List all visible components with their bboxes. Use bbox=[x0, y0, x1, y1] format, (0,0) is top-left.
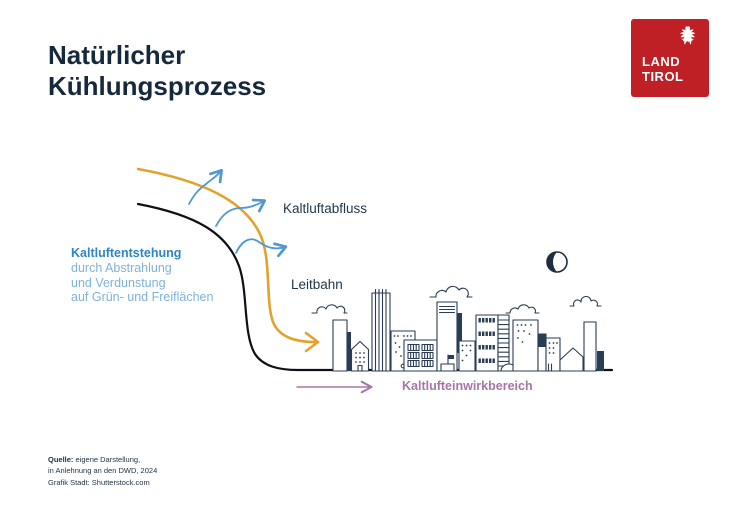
cold-air-arrow-2 bbox=[215, 198, 267, 227]
label-kaltluftentstehung-line3: auf Grün- und Freiflächen bbox=[71, 290, 214, 305]
source-line1: Quelle: eigene Darstellung, bbox=[48, 454, 157, 465]
cloud-icon bbox=[312, 305, 347, 313]
label-kaltluftentstehung-title: Kaltluftentstehung bbox=[71, 246, 182, 260]
logo-line2: TIROL bbox=[642, 69, 684, 84]
label-leitbahn: Leitbahn bbox=[291, 277, 343, 292]
page-title-line2: Kühlungsprozess bbox=[48, 71, 267, 101]
city-skyline bbox=[312, 286, 604, 371]
cloud-icon bbox=[570, 296, 601, 306]
label-kaltluftentstehung-line2: und Verdunstung bbox=[71, 275, 166, 290]
land-tirol-logo: LAND TIROL bbox=[631, 19, 709, 97]
label-kaltluftentstehung: Kaltluftentstehung durch Abstrahlung und… bbox=[71, 246, 241, 305]
tyrol-eagle-icon bbox=[680, 26, 696, 45]
source-label: Quelle: bbox=[48, 455, 74, 464]
source-note: Quelle: eigene Darstellung, in Anlehnung… bbox=[48, 454, 157, 488]
moon-icon bbox=[546, 251, 568, 273]
logo-wordmark: LAND TIROL bbox=[642, 54, 684, 84]
label-kaltlufteinwirkbereich: Kaltlufteinwirkbereich bbox=[402, 379, 533, 393]
cold-air-arrow-3 bbox=[235, 238, 288, 258]
source-line3: Grafik Stadt: Shutterstock.com bbox=[48, 477, 150, 487]
page-title-line1: Natürlicher bbox=[48, 40, 186, 70]
page-title: Natürlicher Kühlungsprozess bbox=[48, 40, 266, 102]
cloud-icon bbox=[506, 305, 539, 313]
cold-air-arrows bbox=[188, 168, 288, 258]
label-kaltluftentstehung-line1: durch Abstrahlung bbox=[71, 260, 172, 275]
cloud-icon bbox=[430, 286, 472, 297]
cold-air-arrow-1 bbox=[188, 168, 223, 205]
terrain-curve bbox=[136, 202, 614, 372]
logo-line1: LAND bbox=[642, 54, 681, 69]
leitbahn-flow-arrow bbox=[136, 167, 320, 353]
label-kaltluftabfluss: Kaltluftabfluss bbox=[283, 201, 368, 216]
source-rest: eigene Darstellung, bbox=[73, 455, 141, 464]
source-line2: in Anlehnung an den DWD, 2024 bbox=[48, 466, 158, 476]
